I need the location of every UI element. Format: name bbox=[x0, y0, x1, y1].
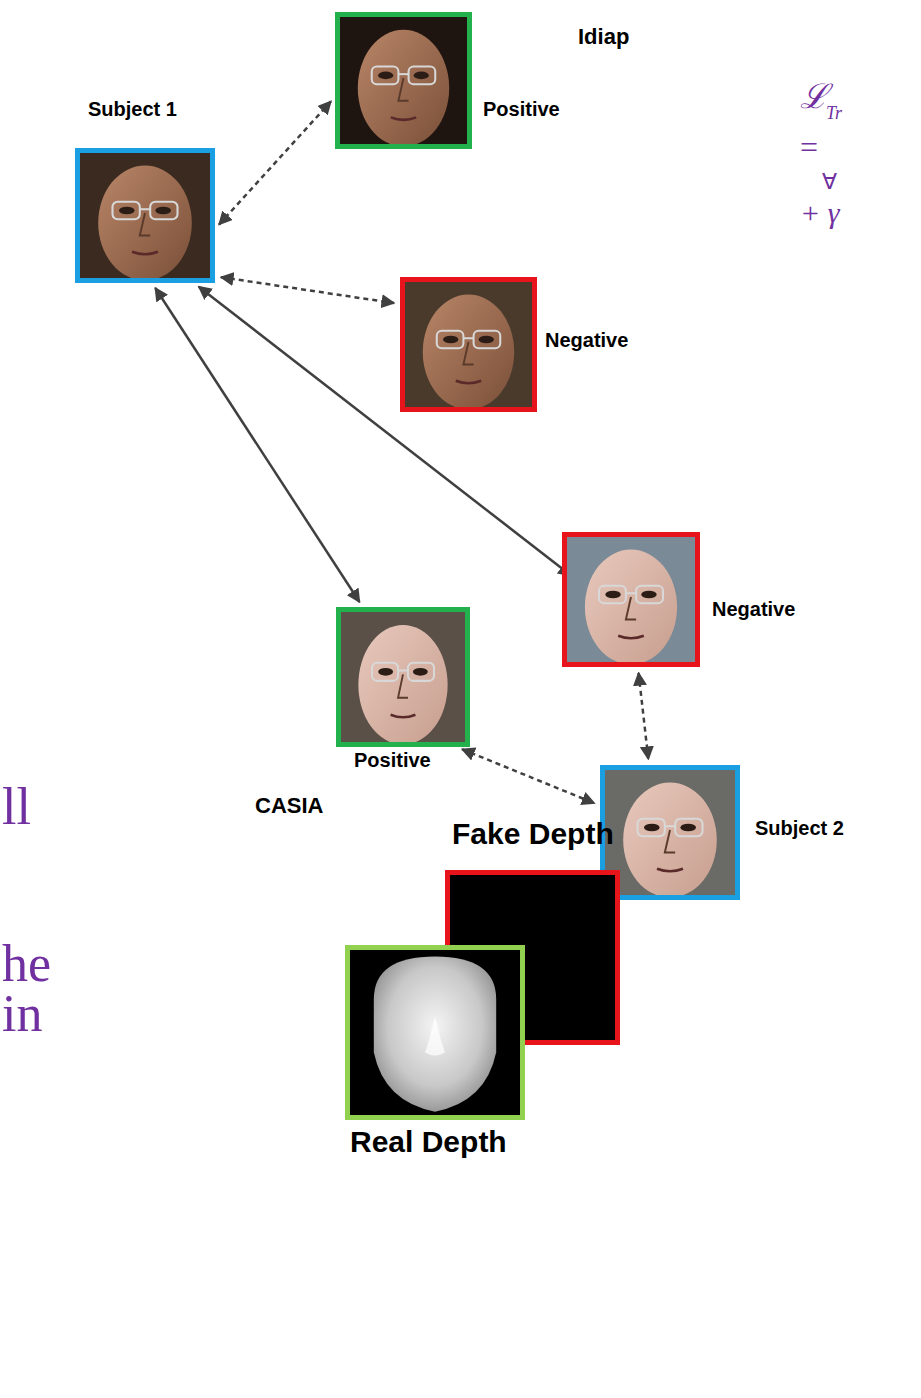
formula-symbol: ∀ bbox=[822, 170, 837, 194]
depth-map bbox=[350, 950, 520, 1115]
image-label: Negative bbox=[545, 329, 628, 352]
image-label: Real Depth bbox=[350, 1125, 507, 1159]
image-label: Fake Depth bbox=[452, 817, 614, 851]
image-label: Subject 2 bbox=[755, 817, 844, 840]
slide-text: in bbox=[2, 985, 42, 1042]
formula-symbol: = bbox=[800, 130, 818, 165]
image-label: Subject 1 bbox=[88, 98, 177, 121]
face-photo bbox=[80, 153, 210, 278]
formula-symbol: + γ bbox=[800, 196, 840, 229]
face-photo bbox=[341, 612, 465, 742]
dataset-name: CASIA bbox=[255, 793, 323, 819]
formula-symbol: ℒ bbox=[800, 78, 828, 115]
anchor-face: Subject 2 bbox=[600, 765, 740, 900]
image-label: Positive bbox=[354, 749, 431, 772]
image-label: Negative bbox=[712, 598, 795, 621]
negative-face: Negative bbox=[562, 532, 700, 667]
image-label: Positive bbox=[483, 98, 560, 121]
formula-subscript: Tr bbox=[826, 104, 842, 124]
face-photo bbox=[340, 17, 467, 144]
dashed-arrow bbox=[219, 101, 331, 224]
positive-face: Positive bbox=[336, 607, 470, 747]
dataset-ellipse: CASIANegativePositiveSubject 2 bbox=[255, 475, 921, 827]
face-photo bbox=[605, 770, 735, 895]
dataset-name: Idiap bbox=[578, 24, 629, 50]
dataset-ellipse: IdiapSubject 1 PositiveNegative bbox=[40, 10, 682, 460]
real-depth-map: Real Depth bbox=[345, 945, 525, 1120]
solid-arrow bbox=[155, 288, 359, 602]
anchor-face: Subject 1 bbox=[75, 148, 215, 283]
slide-text: ll bbox=[2, 778, 31, 835]
negative-face: Negative bbox=[400, 277, 537, 412]
dashed-arrow bbox=[462, 749, 594, 803]
slide-text: he bbox=[2, 935, 51, 992]
face-photo bbox=[405, 282, 532, 407]
dashed-arrow bbox=[221, 277, 394, 303]
positive-face: Positive bbox=[335, 12, 472, 149]
face-photo bbox=[567, 537, 695, 662]
dashed-arrow bbox=[639, 673, 649, 759]
